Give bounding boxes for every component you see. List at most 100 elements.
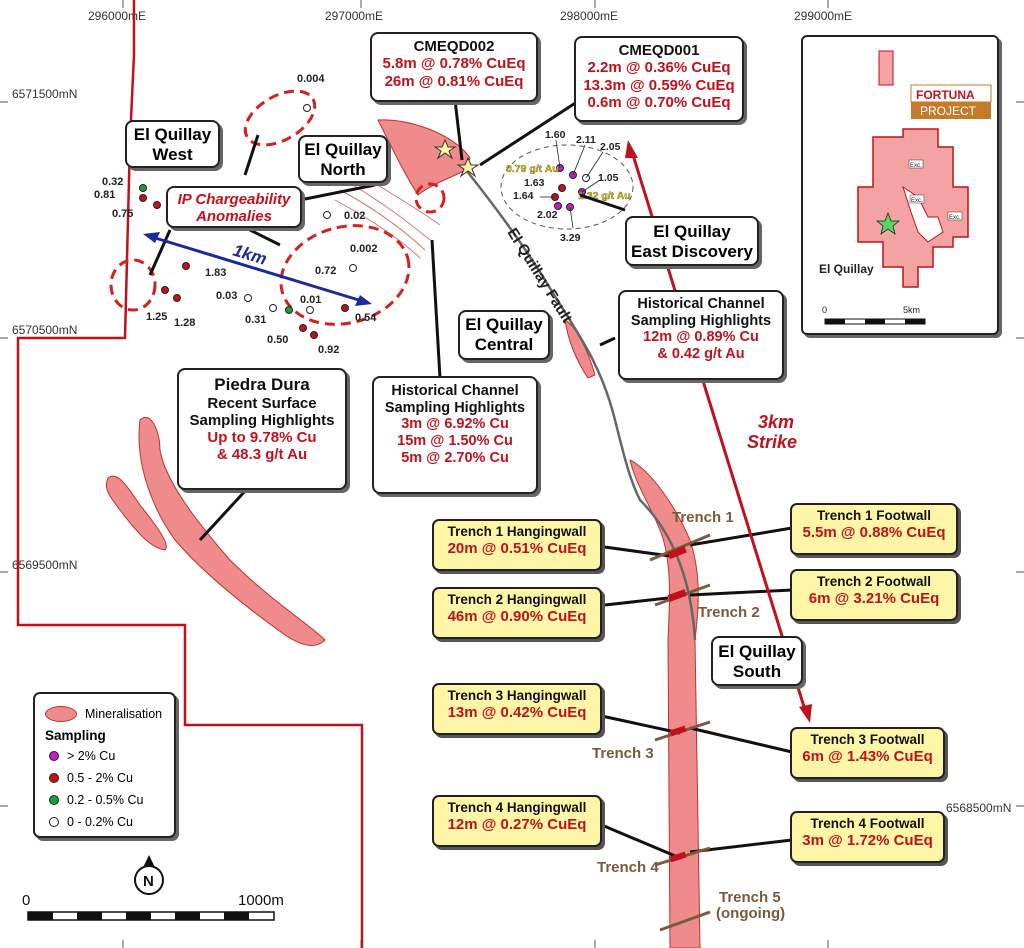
callout-result: & 0.42 g/t Au: [657, 346, 745, 363]
map-legend: Mineralisation Sampling > 2% Cu 0.5 - 2%…: [33, 692, 176, 838]
north-label: N: [143, 873, 154, 890]
trench-1-label: Trench 1: [672, 509, 734, 526]
sample-dot-icon: [49, 795, 59, 805]
trench-intervals: [667, 545, 687, 863]
mineralisation-swatch-icon: [45, 706, 77, 722]
legend-item: 0.5 - 2% Cu: [49, 771, 133, 785]
trench-result: 46m @ 0.90% CuEq: [447, 608, 587, 626]
northing-label: 6569500mN: [12, 558, 77, 572]
anomaly-ellipse: [414, 182, 446, 214]
sample-value: 2.05: [600, 141, 621, 153]
easting-label: 296000mE: [88, 9, 146, 23]
callout-title: Sampling Highlights: [384, 399, 526, 416]
label-line: Anomalies: [196, 208, 272, 226]
north-arrow-icon: N: [134, 855, 164, 895]
el-quillay-central-label: El Quillay Central: [458, 310, 550, 360]
el-quillay-south-label: El Quillay South: [711, 636, 803, 686]
callout-result: 5m @ 2.70% Cu: [401, 449, 509, 466]
trench-heading: Trench 2 Hangingwall: [447, 592, 587, 607]
cmeqd001-callout: CMEQD001 2.2m @ 0.36% CuEq 13.3m @ 0.59%…: [574, 36, 744, 122]
callout-title: Piedra Dura: [214, 375, 310, 394]
callout-title: Historical Channel: [391, 383, 519, 399]
legend-label: 0.5 - 2% Cu: [67, 771, 134, 785]
scale-bar: 0 1000m: [22, 892, 284, 921]
legend-item: 0.2 - 0.5% Cu: [49, 793, 143, 807]
inset-scale-start: 0: [822, 305, 827, 315]
el-quillay-fault: [465, 169, 697, 641]
callout-title: Recent Surface: [207, 394, 317, 412]
ip-anomalies-label: IP Chargeability Anomalies: [166, 186, 302, 228]
label-line: El Quillay: [133, 125, 212, 144]
el-quillay-west-label: El Quillay West: [125, 120, 220, 168]
legend-item: > 2% Cu: [49, 749, 115, 763]
anomaly-ellipse: [243, 89, 317, 147]
sample-value: 1.64: [513, 190, 534, 202]
sample-value: 0.81: [94, 189, 115, 201]
trench-2-label: Trench 2: [698, 604, 760, 621]
sample-value: 1.05: [598, 172, 619, 184]
legend-mineralisation: Mineralisation: [45, 706, 162, 722]
property-boundary: [16, 0, 364, 948]
inset-scale-end: 5km: [903, 305, 920, 315]
strike-label: Strike: [747, 432, 797, 452]
trench-heading: Trench 1 Hangingwall: [447, 524, 587, 539]
callout-result: 15m @ 1.50% Cu: [397, 433, 513, 450]
inset-locator-map: Exc. Exc. Exc. FORTUNA PROJECT El Quilla…: [801, 35, 999, 335]
callout-title: Sampling Highlights: [630, 312, 772, 329]
label-line: South: [732, 661, 782, 681]
sample-value: 0.03: [216, 290, 237, 302]
sample-value: 0.31: [245, 314, 266, 326]
trench-4-footwall-callout: Trench 4 Footwall 3m @ 1.72% CuEq: [790, 811, 945, 863]
sample-value: 1.83: [205, 267, 226, 279]
legend-label: 0 - 0.2% Cu: [67, 815, 134, 829]
trench-result: 12m @ 0.27% CuEq: [447, 816, 587, 834]
sample-dot-icon: [49, 751, 59, 761]
trench-3-hangingwall-callout: Trench 3 Hangingwall 13m @ 0.42% CuEq: [432, 683, 602, 735]
anomaly-ellipse: [279, 224, 411, 326]
location-star-icon: [875, 211, 901, 235]
callout-title: Historical Channel: [637, 296, 765, 312]
drill-collars: [433, 138, 480, 178]
cmeqd002-callout: CMEQD002 5.8m @ 0.78% CuEq 26m @ 0.81% C…: [370, 32, 538, 102]
piedra-dura-callout: Piedra Dura Recent Surface Sampling High…: [177, 368, 347, 490]
callout-result: 12m @ 0.89% Cu: [643, 329, 759, 346]
drill-hole-title: CMEQD002: [413, 38, 495, 55]
northing-label: 6571500mN: [12, 87, 77, 101]
trench-4-hangingwall-callout: Trench 4 Hangingwall 12m @ 0.27% CuEq: [432, 795, 602, 847]
sample-values-east: 1.60 2.11 2.05 1.63 1.05 1.64 2.02 3.29 …: [506, 129, 631, 244]
sample-value: 0.75: [112, 208, 133, 220]
inset-place-label: El Quillay: [819, 262, 874, 276]
sample-value: 0.92: [318, 344, 339, 356]
trench-1-footwall-callout: Trench 1 Footwall 5.5m @ 0.88% CuEq: [790, 503, 958, 555]
drill-result: 26m @ 0.81% CuEq: [384, 72, 524, 90]
one-km-arrow: [143, 232, 372, 306]
drill-star-icon: [433, 138, 457, 160]
trench-heading: Trench 3 Hangingwall: [447, 688, 587, 703]
strike-label: 3km: [758, 412, 794, 432]
trench-1-hangingwall-callout: Trench 1 Hangingwall 20m @ 0.51% CuEq: [432, 519, 602, 571]
trench-names: Trench 1 Trench 2 Trench 3 Trench 4 Tren…: [592, 509, 785, 922]
northing-label: 6568500mN: [946, 801, 1011, 815]
trench-heading: Trench 2 Footwall: [816, 574, 932, 589]
trench-result: 20m @ 0.51% CuEq: [447, 540, 587, 558]
scale-end: 1000m: [238, 892, 284, 909]
sample-value: 0.54: [355, 312, 377, 324]
callout-result: 3m @ 6.92% Cu: [401, 416, 509, 433]
sample-dot-icon: [49, 817, 59, 827]
label-line: El Quillay: [653, 222, 731, 241]
sample-value: 2.02: [537, 209, 558, 221]
sample-value: 0.01: [300, 294, 321, 306]
trench-result: 6m @ 1.43% CuEq: [802, 748, 933, 766]
trench-3-footwall-callout: Trench 3 Footwall 6m @ 1.43% CuEq: [790, 727, 945, 779]
label-line: El Quillay: [304, 140, 382, 159]
easting-label: 299000mE: [794, 9, 852, 23]
exclusion-label: Exc.: [911, 198, 923, 204]
mineralisation-zones: [105, 119, 701, 948]
label-line: West: [152, 144, 193, 164]
sample-value: 0.50: [267, 334, 288, 346]
drill-result: 0.6m @ 0.70% CuEq: [587, 93, 731, 111]
callout-result: & 48.3 g/t Au: [216, 446, 308, 464]
piedra-dura-zone-west: [105, 475, 167, 551]
exclusion-label: Exc.: [910, 163, 922, 169]
